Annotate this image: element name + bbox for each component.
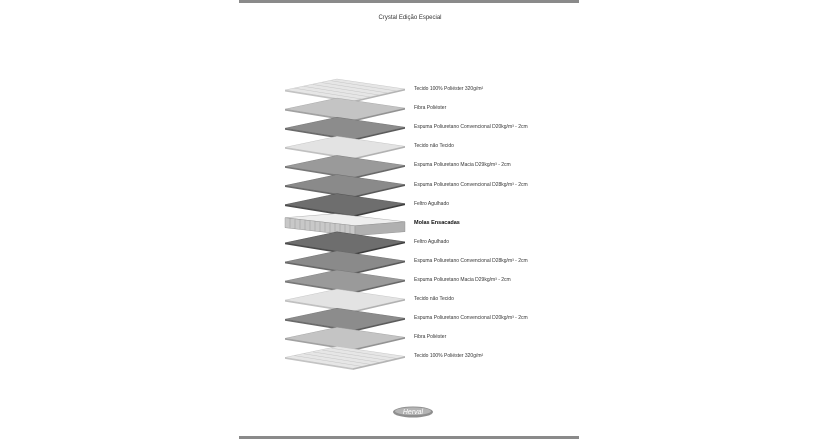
layer-label-14: Fibra Poliéster <box>414 334 447 341</box>
layer-label-2: Fibra Poliéster <box>414 105 447 112</box>
logo-text: Herval <box>403 409 424 416</box>
layer-15 <box>284 346 406 370</box>
layer-10 <box>284 250 406 275</box>
layer-label-9: Feltro Agulhado <box>414 238 450 245</box>
layer-7 <box>284 193 406 218</box>
layer-5 <box>284 155 406 179</box>
layer-3 <box>284 116 406 141</box>
layer-9 <box>284 231 406 256</box>
layer-label-11: Espuma Poliuretano Macia D29kg/m³ - 2cm <box>414 277 511 283</box>
layer-13 <box>284 307 406 332</box>
layer-label-15: Tecido 100% Poliéster 320g/m² <box>414 353 484 360</box>
layer-label-6: Espuma Poliuretano Convencional D28kg/m³… <box>414 181 528 188</box>
layer-label-3: Espuma Poliuretano Convencional D20kg/m³… <box>414 124 528 131</box>
layer-6 <box>284 174 406 198</box>
layer-label-1: Tecido 100% Poliéster 320g/m² <box>414 86 484 92</box>
layer-12 <box>284 288 406 313</box>
layer-1 <box>284 78 406 103</box>
layer-8 <box>284 213 406 236</box>
layer-14 <box>284 327 406 351</box>
herval-logo: Herval <box>393 406 433 418</box>
layer-label-5: Espuma Poliuretano Macia D29kg/m³ - 2cm <box>414 162 511 169</box>
layer-label-8: Molas Ensacadas <box>414 219 460 226</box>
layer-11 <box>284 269 406 294</box>
layer-4 <box>284 136 406 160</box>
layer-label-7: Feltro Agulhado <box>414 200 450 207</box>
layer-label-12: Tecido não Tecido <box>414 296 454 303</box>
page-title: Crystal Edição Especial <box>378 15 442 21</box>
layer-2 <box>284 97 406 122</box>
bottom-divider-bar <box>239 436 579 439</box>
layer-label-10: Espuma Poliuretano Convencional D28kg/m³… <box>414 257 528 264</box>
top-divider-bar <box>239 0 579 3</box>
layer-label-13: Espuma Poliuretano Convencional D20kg/m³… <box>414 315 528 322</box>
layer-label-4: Tecido não Tecido <box>414 143 454 150</box>
